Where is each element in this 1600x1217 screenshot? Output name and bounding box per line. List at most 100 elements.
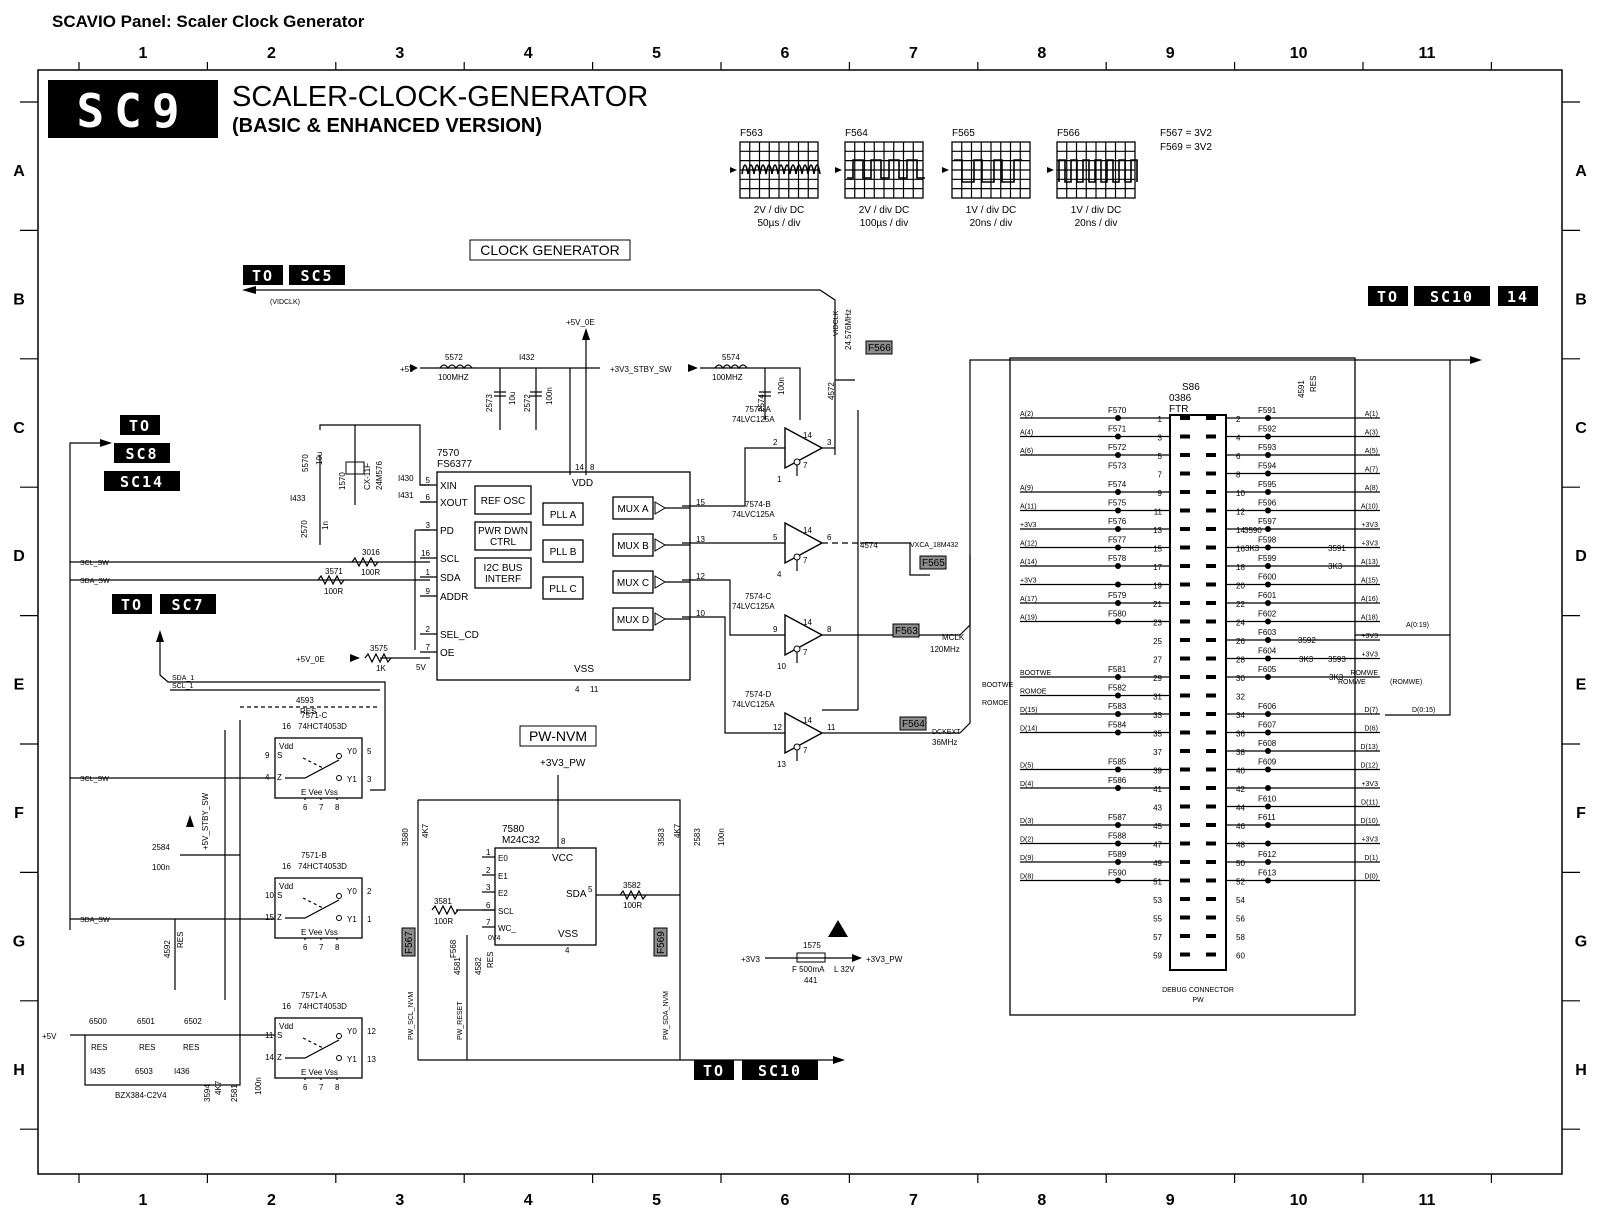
- grid-col-top: 5: [652, 45, 661, 62]
- pin-number: 55: [1153, 915, 1162, 924]
- buffer-part: 74LVC125A: [732, 700, 775, 709]
- net-label: +3V3: [1020, 522, 1037, 529]
- net-label: A(10): [1361, 504, 1378, 511]
- svg-text:4K7: 4K7: [673, 823, 682, 838]
- net-label: D(6): [1364, 726, 1378, 733]
- ic-7570[interactable]: 7570 FS6377 VDD VSS 14 8 4 11: [436, 448, 691, 694]
- svg-text:SC5: SC5: [300, 267, 333, 285]
- svg-text:3581: 3581: [434, 897, 452, 906]
- svg-text:1n: 1n: [321, 521, 330, 530]
- pin-number: 3: [827, 438, 832, 447]
- flag-label: F577: [1108, 536, 1127, 545]
- svg-text:SDA_SW: SDA_SW: [80, 578, 110, 585]
- svg-text:6501: 6501: [137, 1017, 155, 1026]
- mux-pin-vdd-num: 16: [282, 1002, 291, 1011]
- pin-number: 27: [1153, 656, 1162, 665]
- svg-text:3K3: 3K3: [1245, 544, 1260, 553]
- svg-text:6500: 6500: [89, 1017, 107, 1026]
- svg-text:VXCA_18M432: VXCA_18M432: [910, 542, 958, 549]
- pin-number: 19: [1153, 582, 1162, 591]
- ic-block: [612, 570, 654, 594]
- scope-id: F563: [740, 128, 763, 139]
- pin-number: 57: [1153, 933, 1162, 942]
- grid-row-right: A: [1575, 163, 1587, 180]
- grid-col-top: 2: [267, 45, 276, 62]
- link-to-sc10-14[interactable]: TO SC10 14: [1368, 286, 1538, 306]
- pin-number: 8: [335, 943, 340, 952]
- link-to-sc10[interactable]: TO SC10: [694, 1060, 818, 1080]
- net-label: A(5): [1365, 448, 1378, 455]
- pin-number: 3: [426, 521, 431, 530]
- svg-text:A(0:19): A(0:19): [1406, 622, 1429, 629]
- net-label: A(19): [1020, 615, 1037, 622]
- net-label: +3V3: [1020, 578, 1037, 585]
- svg-text:4K7: 4K7: [421, 823, 430, 838]
- net-label: D(1): [1364, 855, 1378, 862]
- grid-row-left: F: [14, 805, 24, 822]
- net-label: A(14): [1020, 559, 1037, 566]
- svg-text:FS6377: FS6377: [437, 459, 472, 470]
- pin-number: 32: [1236, 693, 1245, 702]
- svg-text:3593: 3593: [1328, 655, 1346, 664]
- svg-text:PW: PW: [1192, 997, 1204, 1004]
- svg-text:2570: 2570: [300, 520, 309, 538]
- flag-label: F587: [1108, 813, 1127, 822]
- net-label: ROMWE: [1350, 670, 1378, 677]
- pin-number: 12: [1236, 508, 1245, 517]
- pin-number: 5: [367, 747, 372, 756]
- net-label: D(7): [1364, 707, 1378, 714]
- svg-text:24M576: 24M576: [375, 461, 384, 490]
- svg-text:DCKEXT: DCKEXT: [932, 729, 961, 736]
- ic-7580[interactable]: 7580 M24C32 VCC 8 SDA 5 VSS 4 +3V3_PW: [494, 758, 597, 955]
- debug-connector[interactable]: S86 0386 FTR DEBUG CONNECTOR PW: [1162, 382, 1234, 1004]
- svg-text:SC7: SC7: [171, 596, 204, 614]
- clock-generator-label: CLOCK GENERATOR: [480, 242, 620, 258]
- page-title: SCAVIO Panel: Scaler Clock Generator: [52, 12, 365, 31]
- pin-number: 25: [1153, 637, 1162, 646]
- svg-text:+5V_0E: +5V_0E: [566, 318, 595, 327]
- ic-output-driver: [654, 612, 666, 626]
- svg-text:3016: 3016: [362, 548, 380, 557]
- flag-label: F580: [1108, 610, 1127, 619]
- grid-col-top: 7: [909, 45, 918, 62]
- link-to-sc7[interactable]: TO SC7: [112, 594, 216, 614]
- flag-label: F602: [1258, 610, 1277, 619]
- flag-label: F584: [1108, 721, 1127, 730]
- flag-label: F593: [1258, 443, 1277, 452]
- pin-number: 15: [696, 498, 705, 507]
- link-to-sc5[interactable]: TO SC5: [243, 265, 345, 285]
- svg-text:1570: 1570: [338, 472, 347, 490]
- flag-label: F611: [1258, 813, 1276, 822]
- buffer-ref: 7574-C: [745, 592, 771, 601]
- pin-number: 9: [1158, 489, 1163, 498]
- flag-label: F579: [1108, 591, 1127, 600]
- ic-output-driver: [654, 538, 666, 552]
- grid-col-bottom: 11: [1419, 1192, 1436, 1209]
- svg-text:100MHZ: 100MHZ: [438, 373, 469, 382]
- grid-row-left: A: [13, 163, 25, 180]
- link-to-sc8-sc14[interactable]: TO SC8 SC14: [104, 415, 180, 491]
- pin-number: 38: [1236, 748, 1245, 757]
- svg-text:4: 4: [565, 946, 570, 955]
- buffer-part: 74LVC125A: [732, 415, 775, 424]
- svg-text:8: 8: [590, 463, 595, 472]
- pin-number: 18: [1236, 563, 1245, 572]
- svg-text:100R: 100R: [623, 901, 642, 910]
- flag-label: F608: [1258, 739, 1277, 748]
- svg-text:PW_SCL_NVM: PW_SCL_NVM: [408, 992, 415, 1040]
- pin-number: 59: [1153, 952, 1162, 961]
- grid-row-right: D: [1575, 548, 1587, 565]
